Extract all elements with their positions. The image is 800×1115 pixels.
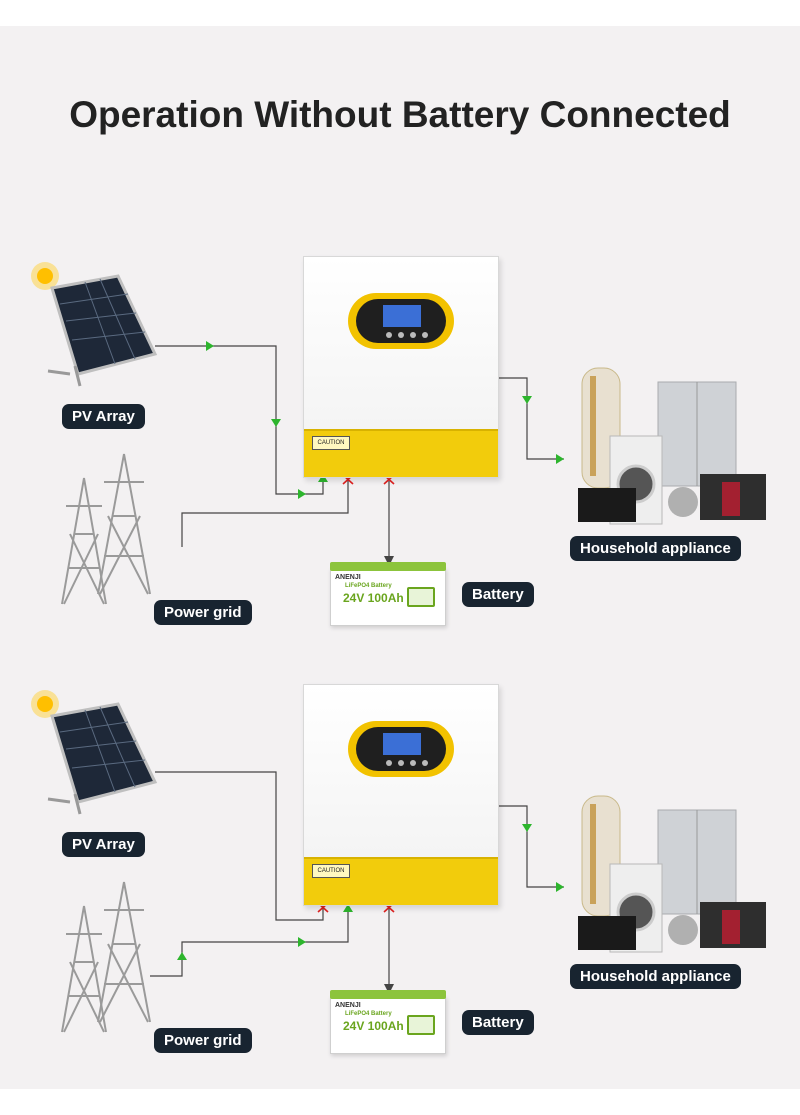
- solar-panel-icon: [47, 702, 158, 815]
- power-tower-icon: [61, 881, 151, 1033]
- battery-spec: 24V 100Ah: [343, 1019, 404, 1033]
- battery-type: LiFePO4 Battery: [345, 583, 392, 589]
- power-tower-icon: [61, 453, 151, 605]
- solar-panel-icon: [47, 274, 158, 387]
- sun-icon: [31, 690, 59, 718]
- appliances-icon: [578, 367, 766, 525]
- battery-spec: 24V 100Ah: [343, 591, 404, 605]
- flow-arrows-top: [206, 341, 564, 499]
- pv-array-label: PV Array: [62, 404, 145, 429]
- battery-unit: ANENJI LiFePO4 Battery 24V 100Ah: [330, 562, 446, 626]
- power-grid-label: Power grid: [154, 600, 252, 625]
- inverter-button: [386, 760, 392, 766]
- inverter-display: [348, 293, 454, 349]
- battery-charge-icon: [407, 1015, 435, 1035]
- wiring-diagram-bottom: [31, 690, 766, 1033]
- battery-arrow: [384, 984, 394, 994]
- panel-top: PV Array Power grid Battery Household ap…: [0, 216, 800, 636]
- flow-arrows-bottom: [177, 824, 564, 960]
- inverter-button: [410, 760, 416, 766]
- battery-brand: ANENJI: [335, 574, 361, 581]
- inverter-button: [422, 332, 428, 338]
- lcd-screen: [383, 305, 421, 327]
- inverter-button: [410, 332, 416, 338]
- appliances-icon: [578, 795, 766, 953]
- diagram-canvas: Operation Without Battery Connected: [0, 26, 800, 1089]
- battery-lid: [330, 562, 446, 571]
- sun-icon: [31, 262, 59, 290]
- battery-type: LiFePO4 Battery: [345, 1011, 392, 1017]
- household-appliance-label: Household appliance: [570, 964, 741, 989]
- wires-bottom: [150, 771, 564, 984]
- battery-brand: ANENJI: [335, 1002, 361, 1009]
- inverter-button: [398, 332, 404, 338]
- caution-sticker: CAUTION: [312, 436, 350, 450]
- inverter: CAUTION: [303, 684, 499, 906]
- inverter-button: [398, 760, 404, 766]
- battery-lid: [330, 990, 446, 999]
- caution-sticker: CAUTION: [312, 864, 350, 878]
- inverter-bottom-panel: CAUTION: [304, 429, 498, 477]
- page-title: Operation Without Battery Connected: [69, 94, 731, 135]
- power-grid-label: Power grid: [154, 1028, 252, 1053]
- pv-array-label: PV Array: [62, 832, 145, 857]
- battery-charge-icon: [407, 587, 435, 607]
- household-appliance-label: Household appliance: [570, 536, 741, 561]
- lcd-screen: [383, 733, 421, 755]
- inverter-button: [386, 332, 392, 338]
- inverter-display: [348, 721, 454, 777]
- inverter-bottom-panel: CAUTION: [304, 857, 498, 905]
- battery-label: Battery: [462, 1010, 534, 1035]
- battery-unit: ANENJI LiFePO4 Battery 24V 100Ah: [330, 990, 446, 1054]
- battery-label: Battery: [462, 582, 534, 607]
- battery-arrow: [384, 556, 394, 566]
- wiring-diagram-top: [31, 262, 766, 605]
- inverter: CAUTION: [303, 256, 499, 478]
- inverter-button: [422, 760, 428, 766]
- panel-bottom: PV Array Power grid Battery Household ap…: [0, 644, 800, 1064]
